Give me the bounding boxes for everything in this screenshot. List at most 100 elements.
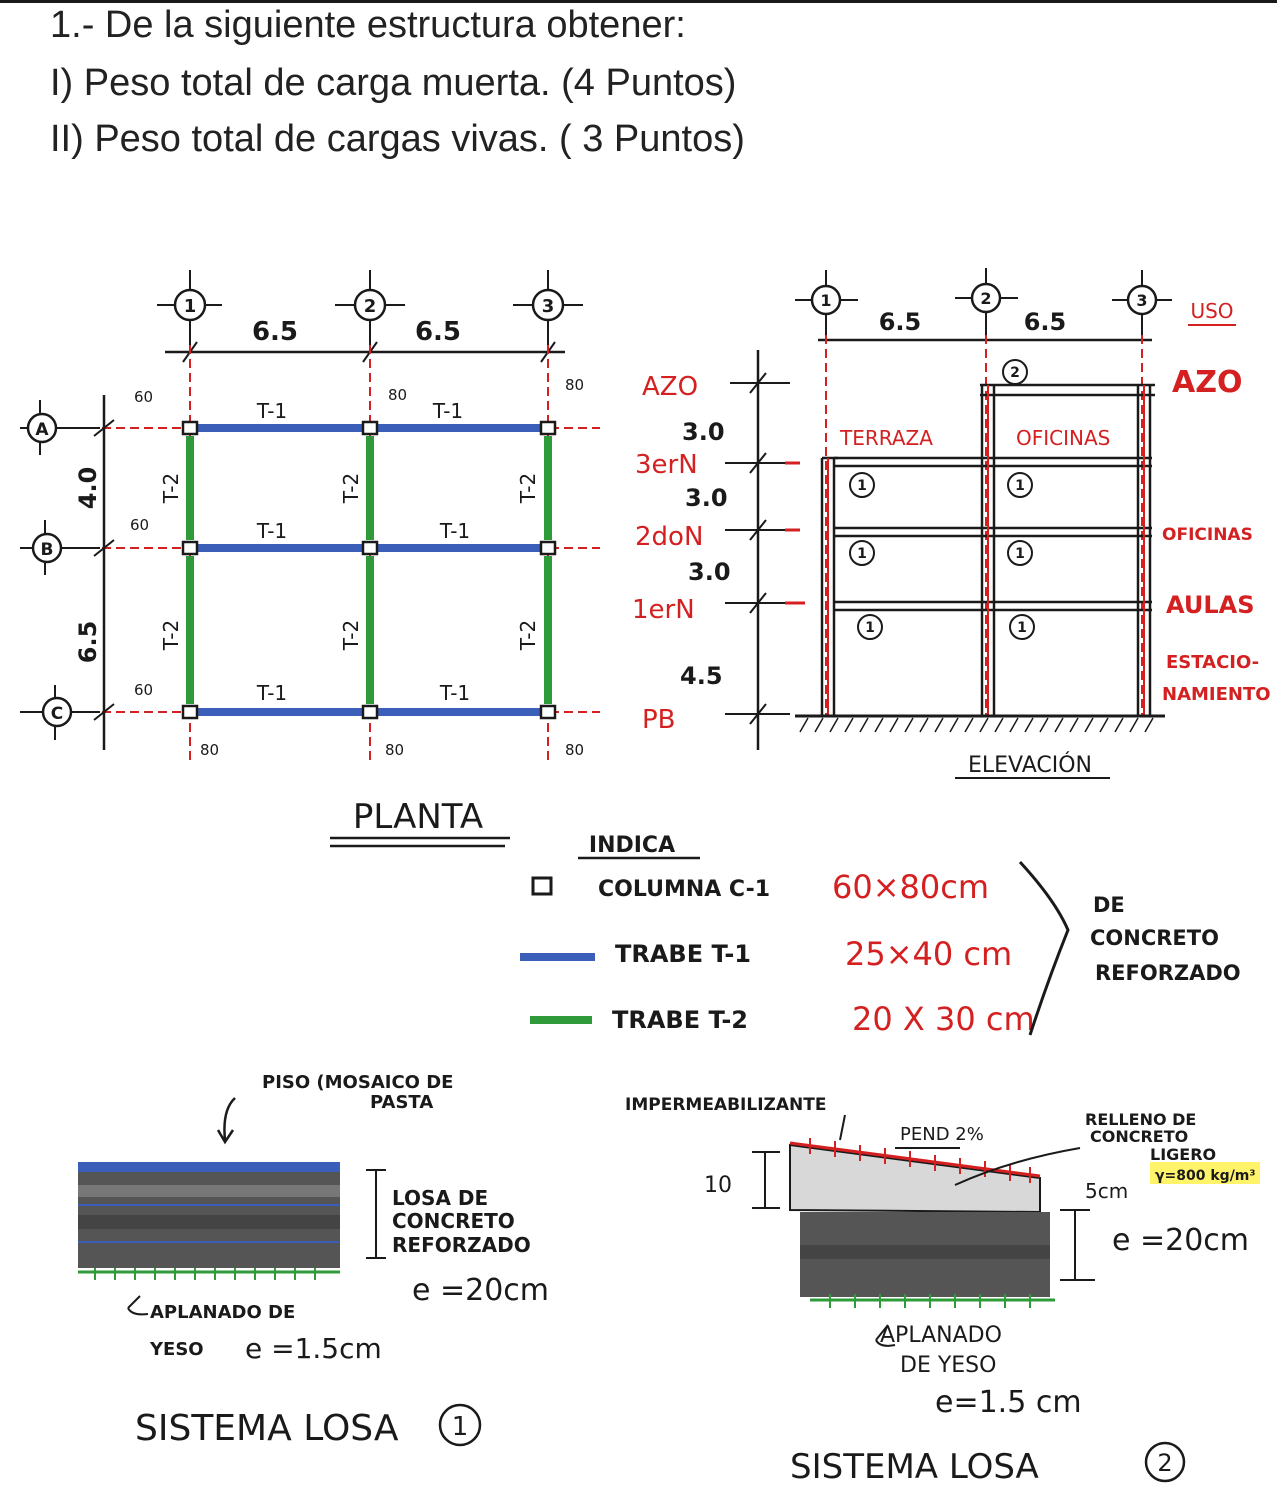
- column-a1: [181, 420, 199, 436]
- height-2: 3.0: [685, 484, 728, 512]
- uso-estacionamiento-1: ESTACIO-: [1166, 652, 1259, 673]
- label-t1: T-1: [439, 681, 470, 705]
- axis-bubble-3: [531, 288, 565, 322]
- label-t2: T-2: [516, 620, 540, 651]
- legend-column-dim: 60×80cm: [832, 868, 989, 906]
- slab-tag: 1: [857, 546, 867, 562]
- losa-2-min-thickness: 5cm: [1085, 1179, 1128, 1203]
- elev-span-2: 6.5: [1024, 308, 1067, 336]
- losa-2-fill-layer: [789, 1143, 1041, 1214]
- column-b3: [539, 540, 557, 556]
- label-t2: T-2: [339, 620, 363, 651]
- column-c1: [181, 704, 199, 720]
- legend-title: INDICA: [589, 833, 675, 858]
- axis-label-2: 2: [364, 296, 377, 317]
- losa-1-section: PISO (MOSAICO DE PASTA LOSA DE CONCRETO …: [78, 1072, 549, 1449]
- level-3ern: 3erN: [635, 450, 698, 480]
- uso-aulas: AULAS: [1166, 591, 1254, 619]
- label-t2: T-2: [339, 473, 363, 504]
- column-b2: [361, 540, 379, 556]
- legend-column-name: COLUMNA C-1: [598, 877, 770, 902]
- col-depth-note: 80: [385, 741, 404, 759]
- axis-bubble-c: [41, 696, 73, 728]
- height-3: 3.0: [682, 418, 725, 446]
- legend: INDICA COLUMNA C-1 60×80cm TRABE T-1 25×…: [520, 833, 1241, 1038]
- losa-1-piso-1: PISO (MOSAICO DE: [262, 1072, 453, 1093]
- axis-label-3: 3: [542, 296, 555, 317]
- legend-t1-dim: 25×40 cm: [845, 935, 1012, 973]
- label-t1: T-1: [256, 519, 287, 543]
- uso-estacionamiento-2: NAMIENTO: [1162, 684, 1271, 705]
- losa-1-title: SISTEMA LOSA: [135, 1408, 399, 1449]
- losa-2-fill-thickness: 10: [704, 1173, 732, 1198]
- axis-label-c: C: [51, 704, 63, 724]
- slab-tag: 1: [865, 620, 875, 636]
- losa-1-thickness: e =20cm: [412, 1273, 549, 1308]
- axis-label-1: 1: [184, 296, 197, 317]
- label-t2: T-2: [159, 473, 183, 504]
- question-part-2: II) Peso total de cargas vivas. ( 3 Punt…: [50, 118, 745, 160]
- losa-2-waterproofing: [789, 1141, 1041, 1178]
- axis-label-b: B: [41, 540, 54, 560]
- label-t2: T-2: [516, 473, 540, 504]
- legend-t2-name: TRABE T-2: [612, 1006, 748, 1034]
- col-width-note: 60: [130, 516, 149, 534]
- losa-1-losa-1: LOSA DE: [392, 1186, 488, 1210]
- elev-axis-bubble-1: [810, 284, 842, 316]
- column-b1: [181, 540, 199, 556]
- label-t2: T-2: [159, 620, 183, 651]
- height-pb: 4.5: [680, 662, 723, 690]
- slab-tag: 1: [857, 478, 867, 494]
- col-depth-note: 80: [565, 376, 584, 394]
- planta-title: PLANTA: [353, 797, 483, 837]
- losa-2-relleno-3: LIGERO: [1150, 1145, 1216, 1164]
- losa-2-relleno-2: CONCRETO: [1090, 1127, 1188, 1146]
- losa-1-number: 1: [452, 1412, 469, 1442]
- losa-2-gamma-highlight: [1150, 1162, 1260, 1184]
- legend-t1-name: TRABE T-1: [615, 940, 751, 968]
- elevacion-title: ELEVACIÓN: [968, 752, 1092, 778]
- axis-bubble-a: [26, 412, 58, 444]
- legend-column-symbol: [531, 876, 553, 896]
- span-y-1: 4.0: [74, 467, 102, 510]
- uso-header: USO: [1190, 299, 1233, 323]
- elev-span-1: 6.5: [879, 308, 922, 336]
- elev-axis-label-1: 1: [820, 291, 831, 310]
- span-x-1: 6.5: [252, 317, 298, 347]
- axis-label-a: A: [35, 420, 49, 440]
- question-title: 1.- De la siguiente estructura obtener:: [50, 4, 686, 46]
- span-y-2: 6.5: [74, 621, 102, 664]
- legend-note-1: DE: [1093, 893, 1125, 917]
- legend-note-3: REFORZADO: [1095, 961, 1241, 985]
- terraza-label: TERRAZA: [839, 426, 933, 450]
- elev-axis-label-2: 2: [980, 289, 991, 308]
- ground-hatch: [799, 717, 1154, 733]
- axis-bubble-b: [31, 532, 63, 564]
- legend-note-2: CONCRETO: [1090, 926, 1219, 950]
- label-t1: T-1: [432, 399, 463, 423]
- planta-drawing: 1 2 3 6.5 6.5: [20, 270, 600, 848]
- col-depth-note: 80: [200, 741, 219, 759]
- losa-1-aplanado-2: YESO: [149, 1339, 204, 1360]
- losa-2-aplanado-1: APLANADO: [880, 1323, 1002, 1348]
- level-1ern: 1erN: [632, 595, 695, 625]
- slab-tag: 1: [1017, 620, 1027, 636]
- losa-2-pend: PEND 2%: [900, 1124, 984, 1145]
- label-t1: T-1: [256, 399, 287, 423]
- col-depth-note: 80: [565, 741, 584, 759]
- axis-bubble-2: [353, 288, 387, 322]
- question-part-1: I) Peso total de carga muerta. (4 Puntos…: [50, 62, 737, 104]
- losa-2-section: IMPERMEABILIZANTE PEND 2% RELLENO DE CON…: [625, 1095, 1260, 1487]
- losa-2-imper: IMPERMEABILIZANTE: [625, 1095, 826, 1115]
- uso-oficinas: OFICINAS: [1162, 525, 1253, 545]
- column-c2: [361, 704, 379, 720]
- label-t1: T-1: [256, 681, 287, 705]
- losa-2-title: SISTEMA LOSA: [790, 1447, 1039, 1487]
- elevacion-drawing: 1 2 3 6.5 6.5 USO: [632, 268, 1271, 779]
- losa-1-losa-3: REFORZADO: [392, 1233, 531, 1257]
- oficinas-label: OFICINAS: [1016, 426, 1110, 450]
- losa-1-aplanado-1: APLANADO DE: [150, 1302, 295, 1323]
- axis-bubble-1: [173, 288, 207, 322]
- losa-2-slab-thickness: e =20cm: [1112, 1223, 1249, 1258]
